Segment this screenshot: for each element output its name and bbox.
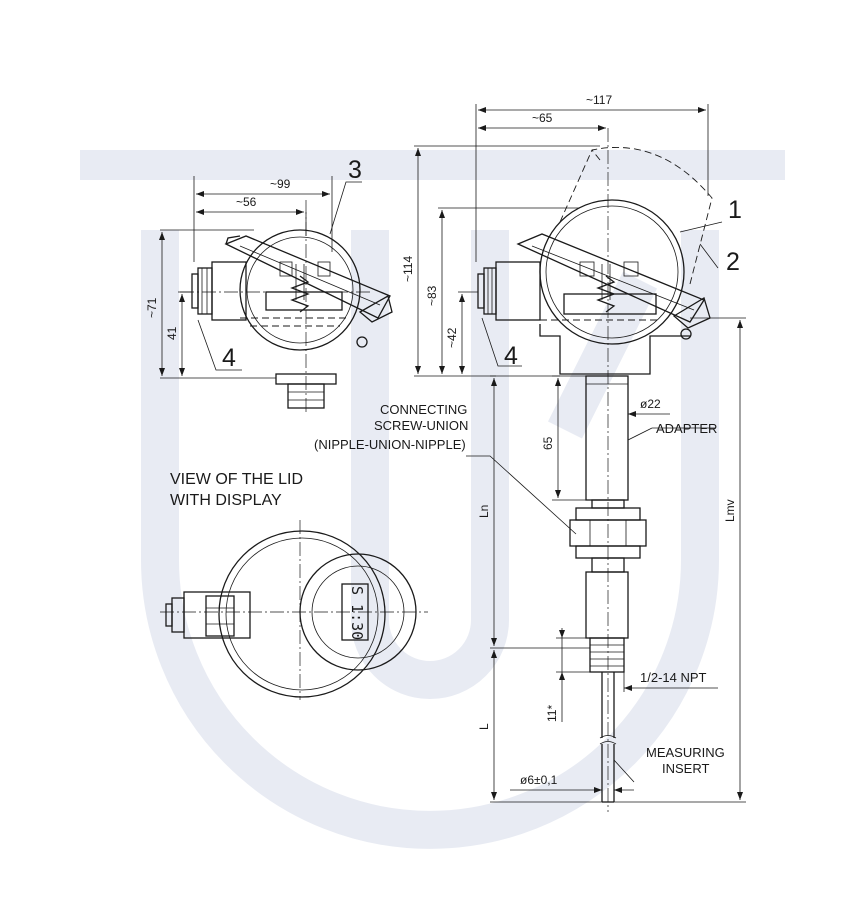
callout-1: 1 xyxy=(728,196,742,224)
dim-h42: ~42 xyxy=(445,327,459,348)
label-union-3: (NIPPLE-UNION-NIPPLE) xyxy=(314,437,466,452)
dim-diam6: ø6±0,1 xyxy=(520,773,558,787)
callout-3: 3 xyxy=(348,156,362,184)
label-thread: 1/2-14 NPT xyxy=(640,670,707,685)
lid-view xyxy=(160,520,428,700)
dim-lmv: Lmv xyxy=(723,499,737,522)
front-view-dimensions xyxy=(414,104,746,803)
dim-w65: ~65 xyxy=(532,111,553,125)
dim-thread-length: 11* xyxy=(545,705,559,722)
label-union-2: SCREW-UNION xyxy=(374,418,468,433)
dim-w117: ~117 xyxy=(586,93,612,107)
display-reading: S 1:30 xyxy=(348,586,366,640)
label-union-1: CONNECTING xyxy=(380,402,467,417)
dim-w99: ~99 xyxy=(270,177,291,191)
dim-w56: ~56 xyxy=(236,195,257,209)
dim-diam22: ø22 xyxy=(640,397,661,411)
callout-4-right: 4 xyxy=(504,342,518,370)
side-view-housing xyxy=(180,200,393,415)
label-insert-1: MEASURING xyxy=(646,745,725,760)
dim-l: L xyxy=(477,723,491,730)
dim-h83: ~83 xyxy=(425,285,439,306)
label-adapter: ADAPTER xyxy=(656,421,717,436)
front-view-housing xyxy=(477,128,713,812)
dim-h114: ~114 xyxy=(401,256,415,282)
dim-adapter-length: 65 xyxy=(541,436,555,450)
callout-2: 2 xyxy=(726,248,740,276)
watermark-logo xyxy=(80,150,785,849)
dim-h41: 41 xyxy=(165,326,179,340)
label-lid-1: VIEW OF THE LID xyxy=(170,471,303,488)
callout-4-left: 4 xyxy=(222,344,236,372)
label-lid-2: WITH DISPLAY xyxy=(170,492,282,509)
side-view-dimensions xyxy=(159,176,362,379)
label-insert-2: INSERT xyxy=(662,761,709,776)
dim-h71: ~71 xyxy=(145,297,159,318)
dim-ln: Ln xyxy=(477,505,491,518)
